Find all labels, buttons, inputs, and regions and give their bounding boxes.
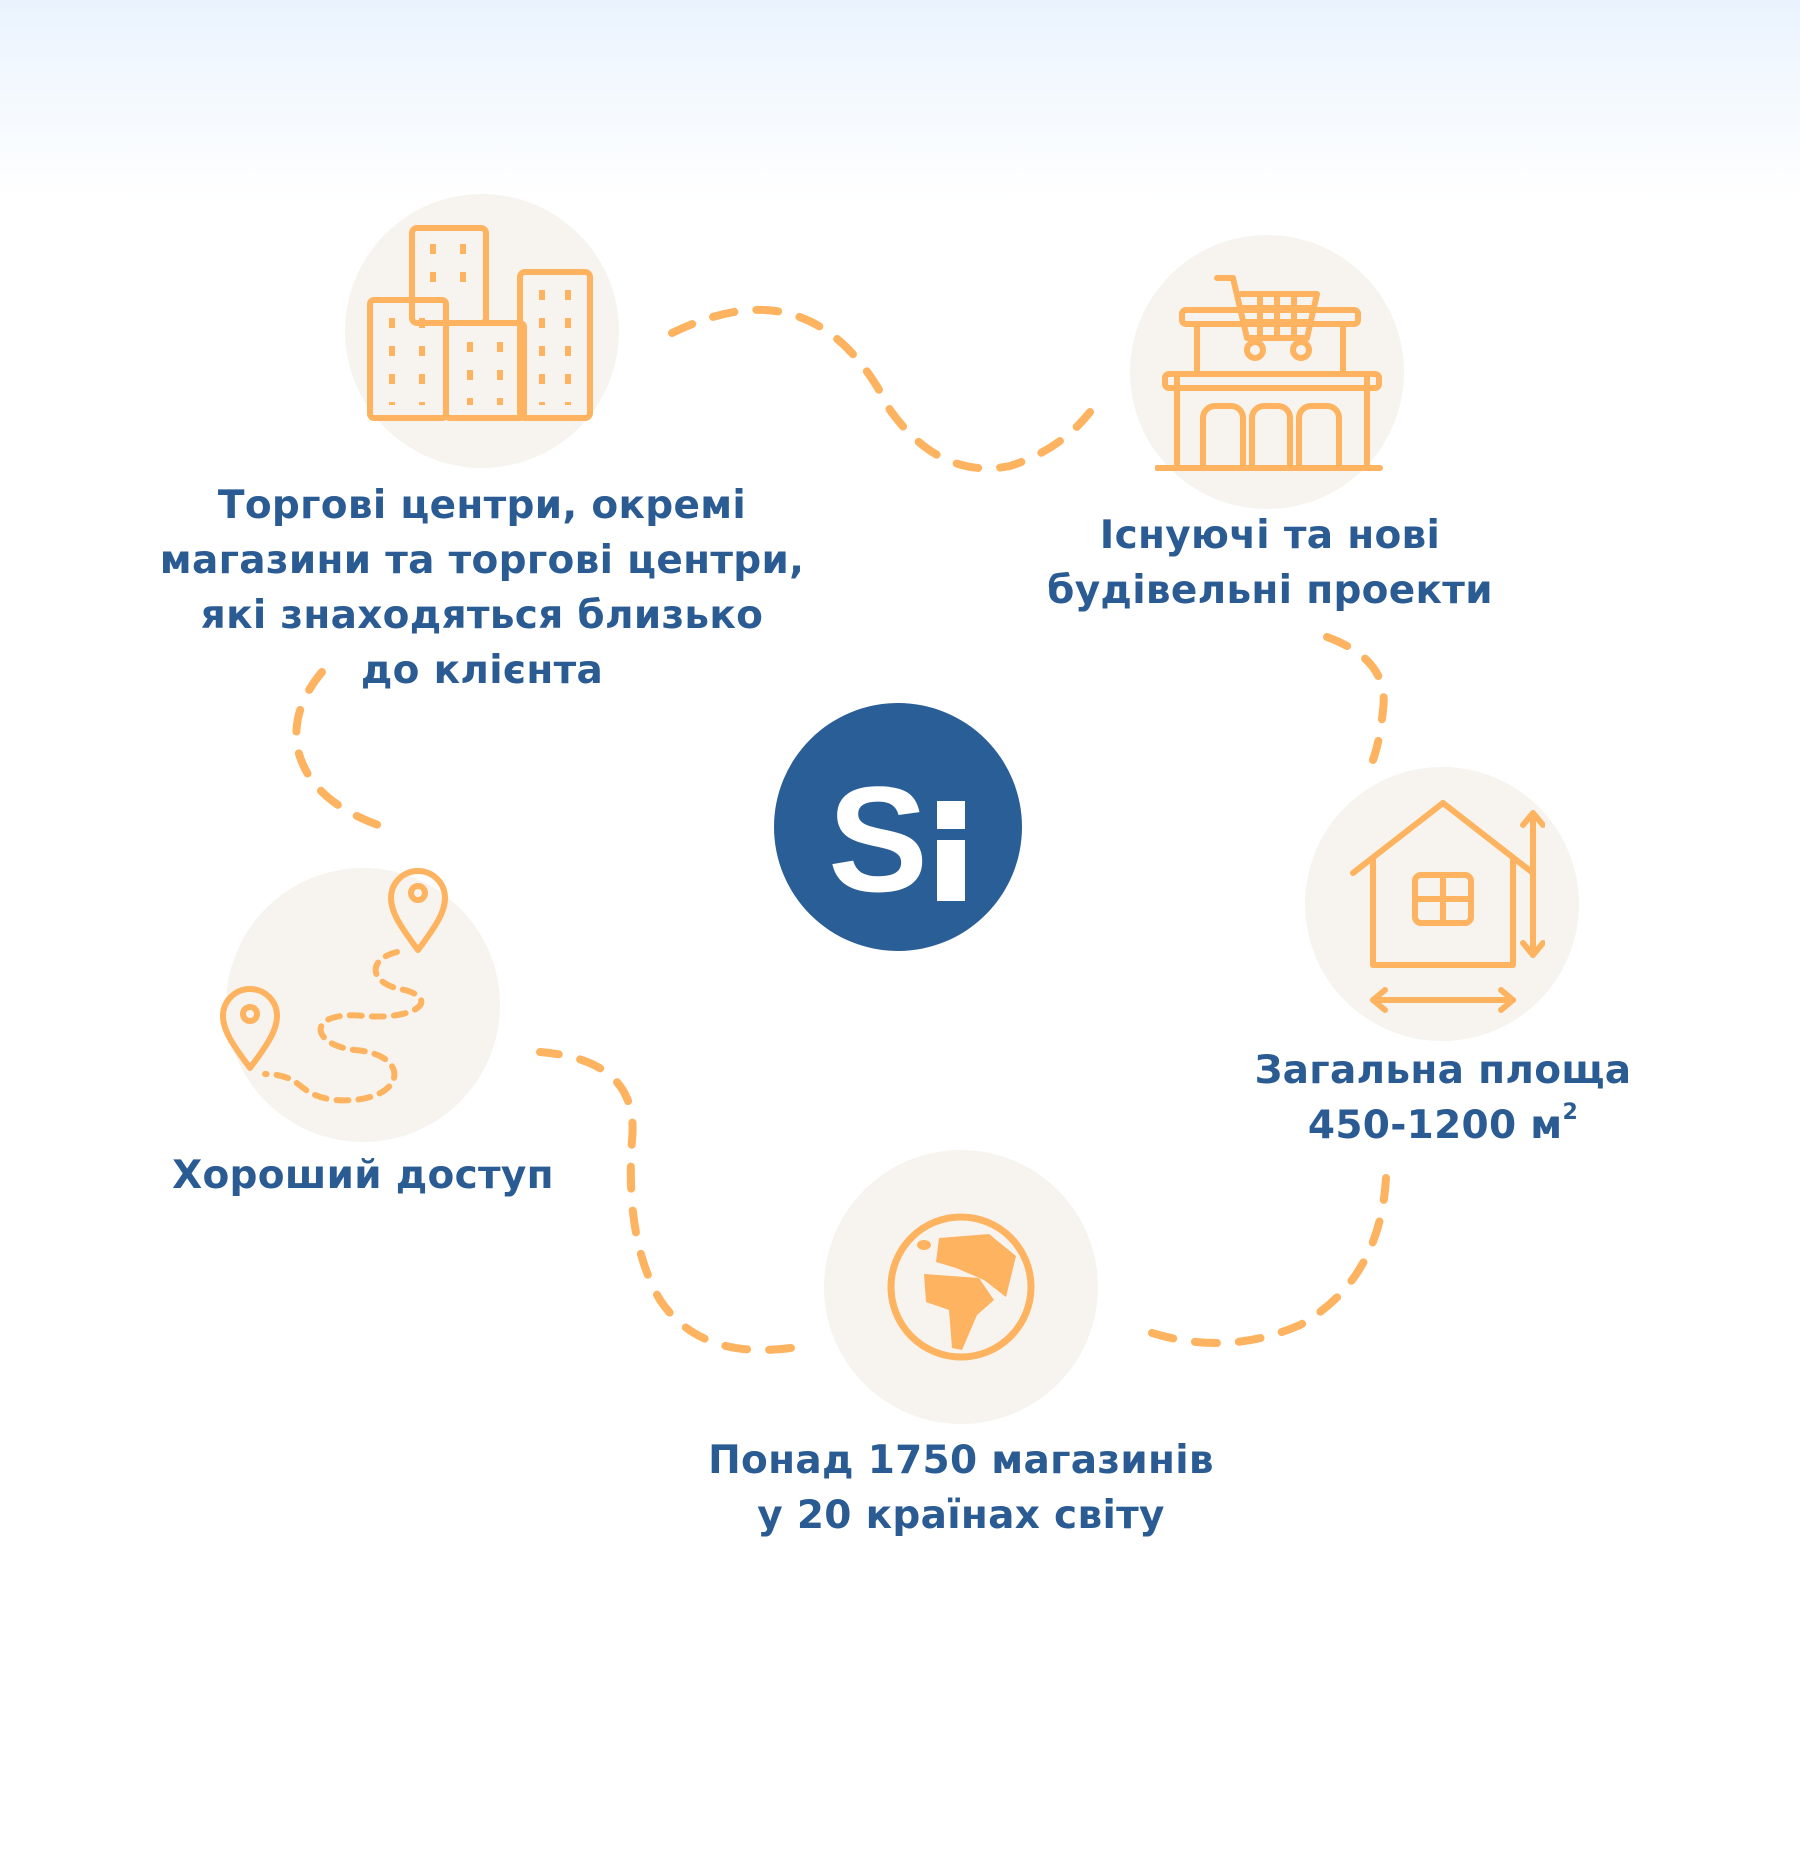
label-line: які знаходяться близько (200, 593, 764, 638)
label-line: до клієнта (360, 648, 604, 693)
route-map-icon (220, 868, 448, 1104)
connector-4 (536, 1048, 795, 1354)
connector-2 (1323, 633, 1388, 764)
store-cart-icon (1155, 275, 1383, 471)
label-line: Понад 1750 магазинів (708, 1438, 1214, 1483)
label-line: Загальна площа (1254, 1048, 1632, 1093)
label-line: Хороший доступ (172, 1153, 554, 1198)
feature-label-stores: Понад 1750 магазинів у 20 країнах світу (708, 1433, 1214, 1543)
label-line: у 20 країнах світу (757, 1493, 1165, 1538)
label-line: будівельні проекти (1047, 568, 1493, 613)
label-line: магазини та торгові центри, (159, 538, 805, 583)
si-logo: S (774, 703, 1022, 951)
feature-label-projects: Існуючі та нові будівельні проекти (1047, 508, 1493, 618)
label-line: 450-1200 м (1307, 1103, 1563, 1148)
feature-label-malls: Торгові центри, окремі магазини та торго… (160, 478, 804, 698)
map-pin-icon (388, 868, 448, 953)
map-pin-icon (220, 986, 280, 1071)
globe-icon (887, 1213, 1035, 1361)
connector-3 (1131, 1174, 1390, 1347)
label-line: Існуючі та нові (1099, 513, 1441, 558)
house-area-icon (1350, 800, 1545, 1013)
si-logo-mark: S (828, 755, 965, 923)
feature-label-area: Загальна площа 450-1200 м2 (1255, 1043, 1632, 1153)
icon-circle-buildings (345, 194, 619, 468)
connector-1 (668, 305, 1094, 473)
feature-label-access: Хороший доступ (172, 1148, 554, 1203)
label-line: Торгові центри, окремі (217, 483, 747, 528)
buildings-icon (367, 225, 593, 421)
superscript: 2 (1562, 1100, 1579, 1125)
connector-5 (292, 668, 382, 829)
svg-text:S: S (828, 755, 928, 923)
